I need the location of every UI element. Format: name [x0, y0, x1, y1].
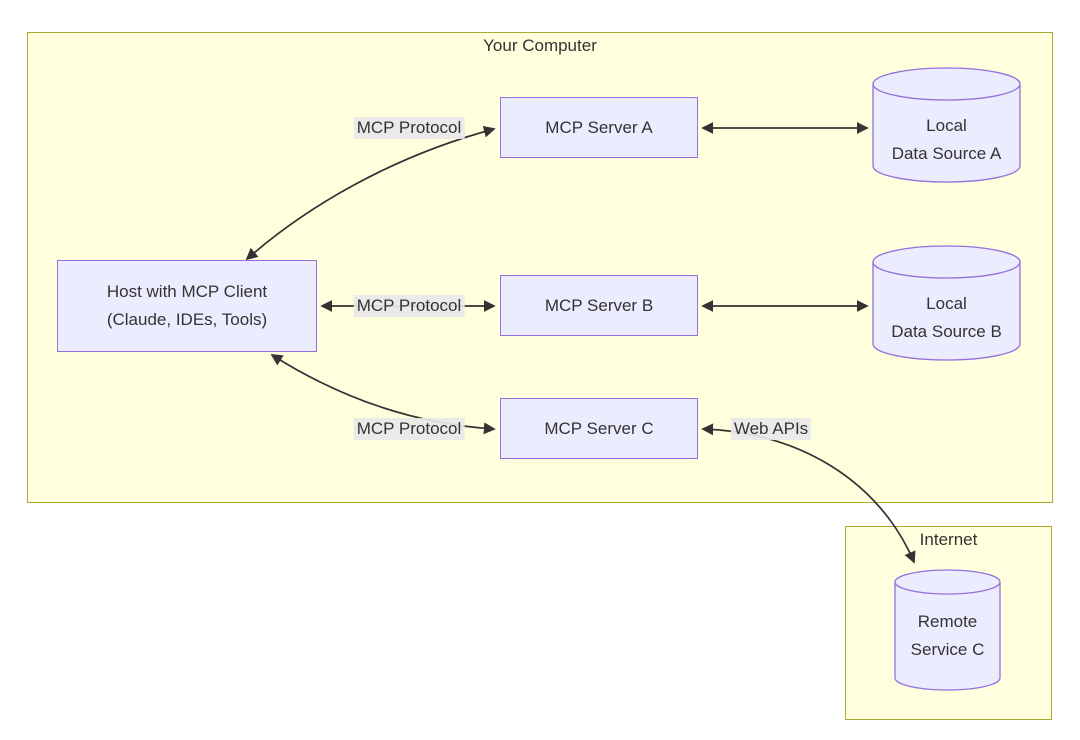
node-mcp-server-a: MCP Server A — [500, 97, 698, 158]
node-local-data-source-b-label: Local Data Source B — [873, 282, 1020, 354]
edge-host-to-server-c — [270, 354, 496, 435]
cylinder-remote-service-c — [894, 569, 1001, 691]
cylinder-local-data-source-b — [872, 245, 1021, 361]
edge-label-web-apis: Web APIs — [730, 418, 812, 440]
local-data-source-b-line2: Data Source B — [891, 322, 1002, 341]
edge-label-mcp-protocol-b: MCP Protocol — [353, 295, 465, 317]
node-mcp-server-b-label: MCP Server B — [544, 295, 654, 315]
edge-label-mcp-protocol-a: MCP Protocol — [353, 117, 465, 139]
node-host-line1: Host with MCP Client — [106, 282, 268, 301]
cluster-your-computer-label: Your Computer — [483, 36, 597, 55]
local-data-source-b-line1: Local — [926, 294, 967, 313]
cluster-internet-label: Internet — [919, 530, 978, 549]
edge-label-mcp-protocol-c: MCP Protocol — [353, 418, 465, 440]
node-mcp-server-b: MCP Server B — [500, 275, 698, 336]
node-host-line2: (Claude, IDEs, Tools) — [106, 310, 268, 329]
node-host: Host with MCP Client (Claude, IDEs, Tool… — [57, 260, 317, 352]
node-local-data-source-a-label: Local Data Source A — [873, 104, 1020, 176]
edge-server-c-to-remote-c — [701, 423, 916, 564]
edge-host-to-server-a — [245, 125, 496, 261]
remote-service-c-line2: Service C — [910, 640, 985, 659]
local-data-source-a-line2: Data Source A — [891, 144, 1002, 163]
node-mcp-server-a-label: MCP Server A — [545, 117, 653, 137]
local-data-source-a-line1: Local — [926, 116, 967, 135]
remote-service-c-line1: Remote — [917, 612, 978, 631]
node-mcp-server-c: MCP Server C — [500, 398, 698, 459]
node-remote-service-c-label: Remote Service C — [895, 600, 1000, 672]
cylinder-local-data-source-a — [872, 67, 1021, 183]
node-mcp-server-c-label: MCP Server C — [544, 418, 654, 438]
